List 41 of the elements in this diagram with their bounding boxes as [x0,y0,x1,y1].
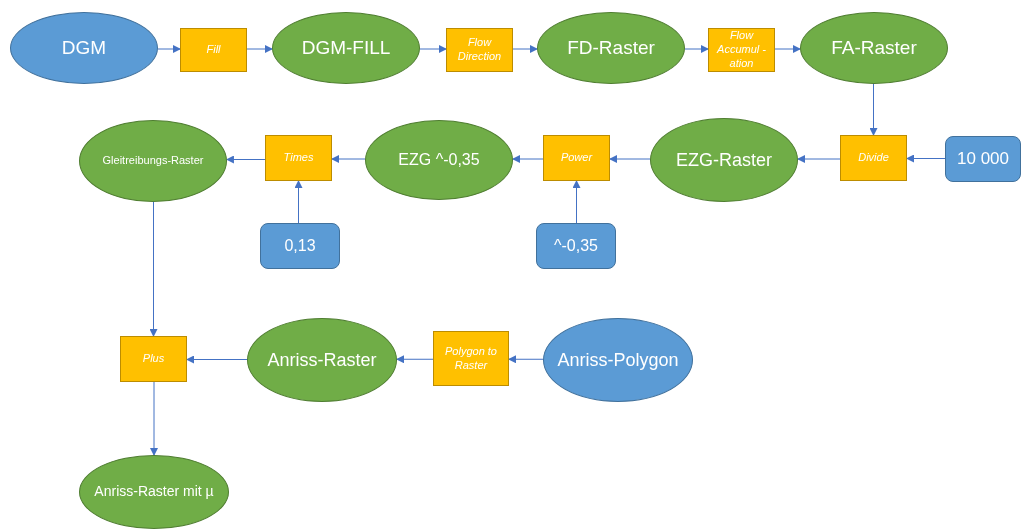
tool-box: Divide [840,135,907,181]
raster-ellipse: FD-Raster [537,12,685,84]
arrow [225,155,266,164]
arrow [419,45,447,53]
raster-ellipse: Anriss-Raster mit µ [79,455,229,529]
value-box: 0,13 [260,223,340,269]
arrow [331,155,366,163]
tool-box: Flow Direction [446,28,513,72]
arrow [157,45,181,53]
data-ellipse: Anriss-Polygon [543,318,693,402]
tool-box: Flow Accumul -ation [708,28,775,72]
arrow [869,83,878,136]
arrow [797,155,841,163]
arrow [150,381,158,456]
tool-box: Polygon to Raster [433,331,509,386]
raster-ellipse: FA-Raster [800,12,948,84]
raster-ellipse: DGM-FILL [272,12,420,84]
tool-box: Power [543,135,610,181]
arrow [512,45,539,53]
raster-ellipse: EZG ^-0,35 [365,120,513,200]
arrow [246,45,274,53]
tool-box: Times [265,135,332,181]
arrow [906,154,946,163]
arrow [396,355,434,364]
raster-ellipse: EZG-Raster [650,118,798,202]
arrow [186,355,248,364]
arrow [149,201,158,337]
tool-box: Fill [180,28,247,72]
value-box: ^-0,35 [536,223,616,269]
arrow [609,155,651,163]
arrow [294,180,303,224]
raster-ellipse: Gleitreibungs-Raster [79,120,227,202]
arrow [572,180,581,224]
arrow [684,45,709,53]
data-ellipse: DGM [10,12,158,84]
arrow [512,155,544,163]
tool-box: Plus [120,336,187,382]
arrow [508,355,544,364]
value-box: 10 000 [945,136,1021,182]
arrow [774,45,802,53]
raster-ellipse: Anriss-Raster [247,318,397,402]
